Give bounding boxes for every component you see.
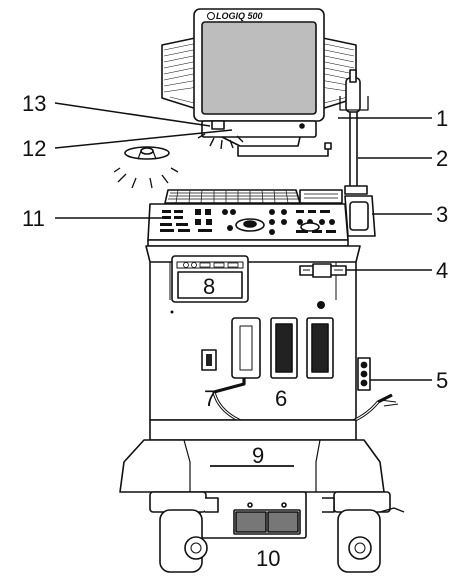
callout-5: 5 — [436, 368, 448, 393]
front-casters — [149, 491, 405, 573]
footswitch — [113, 146, 179, 189]
callout-10: 10 — [256, 546, 280, 571]
ge-logo-icon — [207, 12, 215, 20]
control-panel — [147, 203, 349, 247]
ecg-ports — [357, 357, 371, 391]
keyboard — [164, 189, 343, 204]
callout-11: 11 — [22, 206, 45, 231]
monitor — [161, 8, 357, 157]
light-rays — [197, 133, 244, 150]
callout-7: 7 — [204, 386, 216, 411]
brand-label: LOGIQ 500 — [216, 11, 263, 21]
main-cabinet — [145, 245, 371, 421]
callout-3: 3 — [436, 202, 448, 227]
callout-4: 4 — [436, 258, 448, 283]
callout-8: 8 — [203, 274, 215, 299]
pencil-probe-port — [201, 349, 217, 371]
callout-9: 9 — [252, 443, 264, 468]
callout-1: 1 — [436, 106, 448, 131]
callout-13: 13 — [22, 91, 46, 116]
callout-labels: 13 12 11 1 2 3 4 5 8 7 6 9 10 — [22, 91, 448, 571]
callout-12: 12 — [22, 136, 46, 161]
lower-base — [119, 419, 385, 539]
callout-2: 2 — [436, 146, 448, 171]
probe-holder — [339, 69, 369, 195]
probe-ports — [231, 317, 334, 379]
probe-tray — [344, 195, 376, 237]
leader-lines — [54, 102, 432, 381]
rear-connector — [299, 263, 347, 278]
monitor-screen — [201, 21, 317, 115]
callout-6: 6 — [275, 386, 287, 411]
